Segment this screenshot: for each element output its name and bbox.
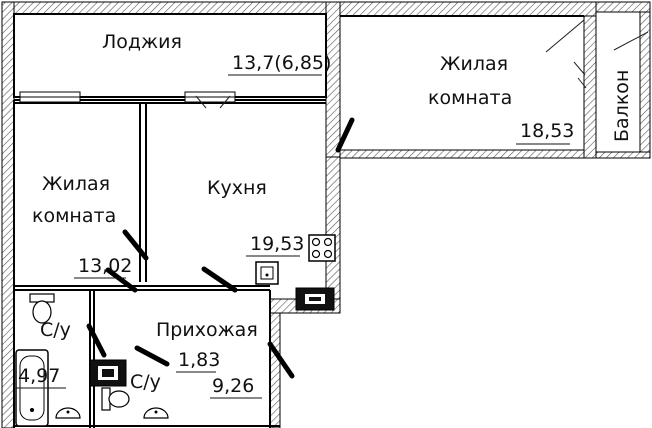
hallway-area: 9,26 [212, 375, 254, 397]
area-underlines [16, 74, 570, 399]
windows [19, 91, 236, 103]
vent-shaft-icon [295, 287, 335, 311]
living-room-left-label-line2: комната [32, 205, 116, 227]
kitchen-sink-icon [255, 261, 279, 285]
toilet-icon [29, 293, 55, 324]
toilet-icon [101, 387, 130, 411]
bathroom-label: С/у [40, 319, 71, 341]
living-room-right-label-line1: Жилая [440, 53, 508, 75]
balcony-label: Балкон [611, 70, 633, 142]
hallway-label: Прихожая [156, 319, 258, 341]
wc-area: 1,83 [178, 349, 220, 371]
living-room-left-label-line1: Жилая [42, 173, 110, 195]
washbasin-icon [55, 407, 81, 419]
vent-shaft-icon [89, 359, 127, 387]
door-swings [195, 19, 649, 109]
living-room-right-area: 18,53 [520, 120, 574, 142]
loggia-area: 13,7(6,85) [232, 52, 331, 74]
washbasin-icon [143, 407, 169, 419]
living-room-right-label-line2: комната [428, 87, 512, 109]
stove-icon [308, 234, 336, 262]
living-room-left-area: 13,02 [78, 255, 132, 277]
kitchen-label: Кухня [207, 177, 267, 199]
bathroom-area: 4,97 [18, 365, 60, 387]
wc-label: С/у [130, 371, 161, 393]
door-leaves [86, 117, 355, 379]
kitchen-area: 19,53 [250, 233, 304, 255]
loggia-label: Лоджия [102, 31, 182, 53]
